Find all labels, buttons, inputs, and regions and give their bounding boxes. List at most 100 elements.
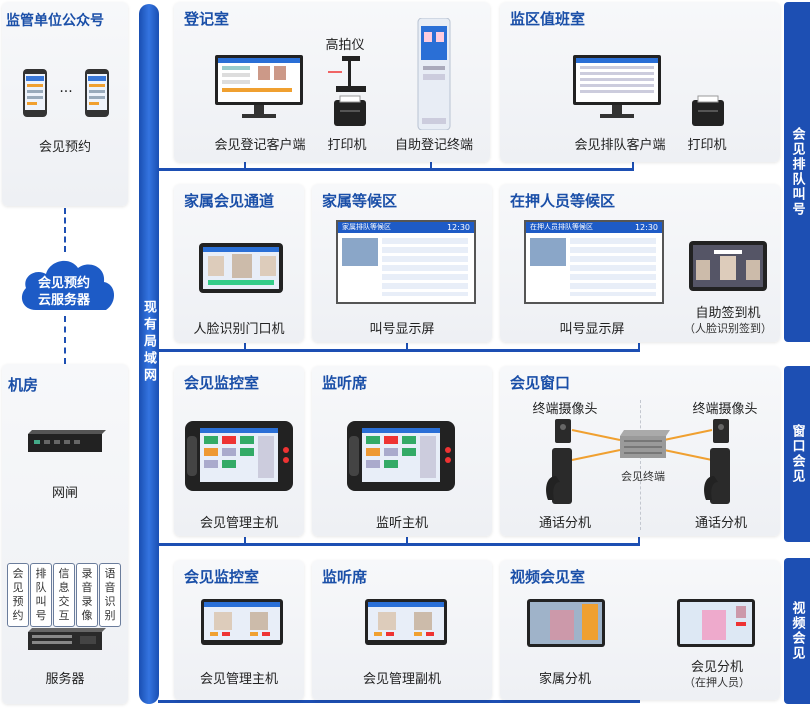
terminal-camera-left-icon <box>555 419 571 443</box>
server-room-title: 机房 <box>8 376 39 394</box>
sidebar-queue-label: 会见排队叫号 <box>789 127 805 217</box>
meeting-terminal-label: 会见终端 <box>621 470 665 483</box>
monitor-room-label: 会见管理主机 <box>199 516 278 531</box>
face-gate-label: 人脸识别门口机 <box>193 322 285 337</box>
meeting-extension-label: 会见分机 <box>690 660 743 675</box>
phone-icon-1 <box>23 69 47 117</box>
family-extension-icon <box>527 599 605 647</box>
printer-icon-1 <box>334 95 366 126</box>
call-screen-1-header: 家属排队等候区 12:30 <box>338 222 474 233</box>
phone-extension-right-icon <box>704 448 730 504</box>
call-screen-2-time: 12:30 <box>634 223 658 232</box>
family-extension-label: 家属分机 <box>538 672 591 687</box>
duty-printer-label: 打印机 <box>687 138 727 153</box>
call-screen-1-header-text: 家属排队等候区 <box>342 223 391 231</box>
phone-left-label: 通话分机 <box>538 516 591 531</box>
detainee-wait-title: 在押人员等候区 <box>510 192 616 210</box>
listen2-label: 会见管理副机 <box>362 672 441 687</box>
bus-line-1 <box>158 168 634 171</box>
call-screen-1: 家属排队等候区 12:30 <box>336 220 476 304</box>
family-channel-title: 家属会见通道 <box>184 192 275 210</box>
drop-6 <box>638 343 640 351</box>
duty-monitor-icon <box>573 55 661 118</box>
family-wait-title: 家属等候区 <box>322 192 398 210</box>
server-tag-5: 语音识别 <box>99 563 121 627</box>
phone-right-label: 通话分机 <box>694 516 747 531</box>
bus-line-2 <box>158 349 640 352</box>
gateway-icon <box>28 430 106 452</box>
lan-spine <box>139 4 159 704</box>
gateway-label: 网闸 <box>51 486 78 501</box>
monitor-room2-title: 会见监控室 <box>184 568 260 586</box>
drop-7 <box>244 537 246 545</box>
cloud-line2: 云服务器 <box>37 293 90 308</box>
meeting-extension-icon <box>677 599 755 647</box>
signin-label: 自助签到机 <box>695 306 761 321</box>
listen-host-icon <box>347 421 455 491</box>
camera-right-label: 终端摄像头 <box>692 402 758 417</box>
listen-label: 监听主机 <box>375 516 428 531</box>
listen2-title: 监听席 <box>322 568 368 586</box>
document-camera-icon <box>328 56 366 92</box>
sidebar-video-label: 视频会见 <box>789 601 805 661</box>
camera-left-label: 终端摄像头 <box>532 402 598 417</box>
phone-extension-left-icon <box>546 448 572 504</box>
listen-title: 监听席 <box>322 374 368 392</box>
call-screen-2-header: 在押人员排队等候区 12:30 <box>526 222 662 233</box>
management-host2-icon <box>201 599 283 645</box>
terminal-camera-right-icon <box>713 419 729 443</box>
monitor-room2-label: 会见管理主机 <box>199 672 278 687</box>
call-screen-2-header-text: 在押人员排队等候区 <box>530 223 593 231</box>
wechat-title: 监管单位公众号 <box>6 13 104 29</box>
meeting-terminal-icon <box>620 430 670 458</box>
server-tag-2: 排队叫号 <box>30 563 52 627</box>
server-icon <box>28 628 106 650</box>
bus-line-4 <box>158 700 640 703</box>
wechat-label: 会见预约 <box>38 140 91 155</box>
bus-line-3 <box>158 543 640 546</box>
sidebar-window-label: 窗口会见 <box>789 424 805 484</box>
server-tag-4: 录音录像 <box>76 563 98 627</box>
duty-client-label: 会见排队客户端 <box>574 138 666 153</box>
server-tag-1: 会见预约 <box>7 563 29 627</box>
registration-title: 登记室 <box>184 10 230 28</box>
call-screen-1-photo <box>342 238 378 266</box>
kiosk-icon <box>417 18 451 130</box>
drop-2 <box>430 160 432 170</box>
ellipsis: ··· <box>59 84 73 100</box>
drop-4 <box>244 343 246 351</box>
cloud-line1: 会见预约 <box>37 276 90 291</box>
dash-connector-bottom <box>64 316 66 364</box>
monitor-room-title: 会见监控室 <box>184 374 260 392</box>
call-screen-1-time: 12:30 <box>446 223 470 232</box>
meet-window-title: 会见窗口 <box>510 374 571 392</box>
call-screen-1-rows <box>382 238 468 296</box>
kiosk-label: 自助登记终端 <box>394 138 473 153</box>
drop-9 <box>638 537 640 545</box>
meeting-extension-sub: （在押人员） <box>684 676 750 689</box>
detainee-wait-label: 叫号显示屏 <box>559 322 625 337</box>
printer-icon-2 <box>692 95 724 126</box>
face-gate-icon <box>199 243 283 293</box>
registration-monitor-icon <box>215 55 303 118</box>
sidebar-video: 视频会见 <box>784 558 810 704</box>
video-room-title: 视频会见室 <box>510 568 586 586</box>
cloud-icon <box>21 260 115 310</box>
call-screen-2-rows <box>570 238 656 296</box>
family-wait-label: 叫号显示屏 <box>369 322 435 337</box>
sidebar-queue: 会见排队叫号 <box>784 2 810 342</box>
dash-connector-top <box>64 208 66 252</box>
registration-client-label: 会见登记客户端 <box>214 138 306 153</box>
signin-kiosk-icon <box>689 241 767 291</box>
drop-3 <box>632 160 634 170</box>
meet-window-divider <box>640 400 641 530</box>
drop-1 <box>244 160 246 170</box>
camera-label: 高拍仪 <box>325 38 365 53</box>
signin-sub: （人脸识别签到） <box>684 322 772 335</box>
lan-label: 现有局域网 <box>141 300 156 385</box>
drop-5 <box>406 343 408 351</box>
sidebar-window: 窗口会见 <box>784 366 810 542</box>
call-screen-2-photo <box>530 238 566 266</box>
management-sub-host-icon <box>365 599 447 645</box>
server-label: 服务器 <box>45 672 85 687</box>
